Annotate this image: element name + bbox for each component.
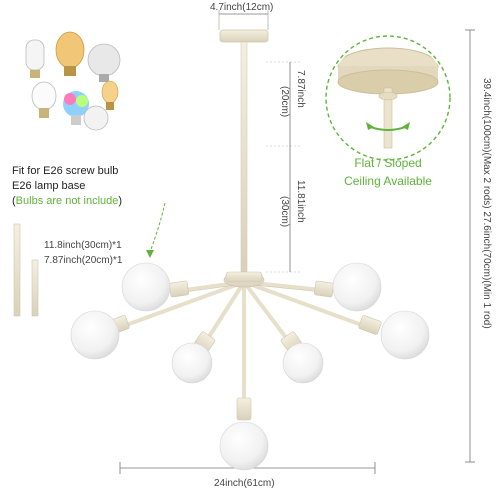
bulb (121, 262, 171, 312)
bulb (171, 342, 213, 384)
ceiling-note-line2: Ceiling Available (344, 174, 432, 188)
bulb (282, 342, 324, 384)
bulb (219, 421, 269, 471)
bulbs-not-included: Bulbs are not include (15, 195, 119, 207)
bulb (70, 310, 120, 360)
total-height-label: 39.4inch(100cm)(Max 2 rods) 27.6inch(70c… (481, 78, 492, 329)
ceiling-zoom-circle (325, 35, 451, 161)
bulb-fit-info: Fit for E26 screw bulb E26 lamp base (Bu… (12, 164, 122, 209)
bulb-note: (Bulbs are not include) (12, 195, 123, 207)
bulb (332, 262, 382, 312)
rod-short-cm-label: (20cm) (279, 86, 290, 118)
compatible-bulbs-collage (25, 31, 121, 131)
rod-long-inch-label: 11.81inch (295, 180, 306, 223)
down-rod (240, 41, 248, 273)
canopy (219, 29, 269, 43)
rod-long-spec: 11.8inch(30cm)*1 (44, 240, 122, 251)
rod-short (31, 259, 39, 317)
bottom-width-label: 24inch(61cm) (214, 478, 275, 489)
rod-long-cm-label: (30cm) (279, 196, 290, 228)
ceiling-note-line1: Flat / Sloped (354, 156, 422, 170)
rod-long (13, 223, 21, 317)
bulb-fit-line2: E26 lamp base (12, 180, 86, 192)
bulb-fit-line1: Fit for E26 screw bulb (12, 165, 119, 177)
rod-short-inch-label: 7.87inch (295, 70, 306, 108)
ceiling-note: Flat / Sloped Ceiling Available (328, 154, 448, 190)
rod-short-spec: 7.87inch(20cm)*1 (44, 255, 123, 266)
bulb (380, 310, 430, 360)
top-width-label: 4.7inch(12cm) (210, 2, 274, 13)
